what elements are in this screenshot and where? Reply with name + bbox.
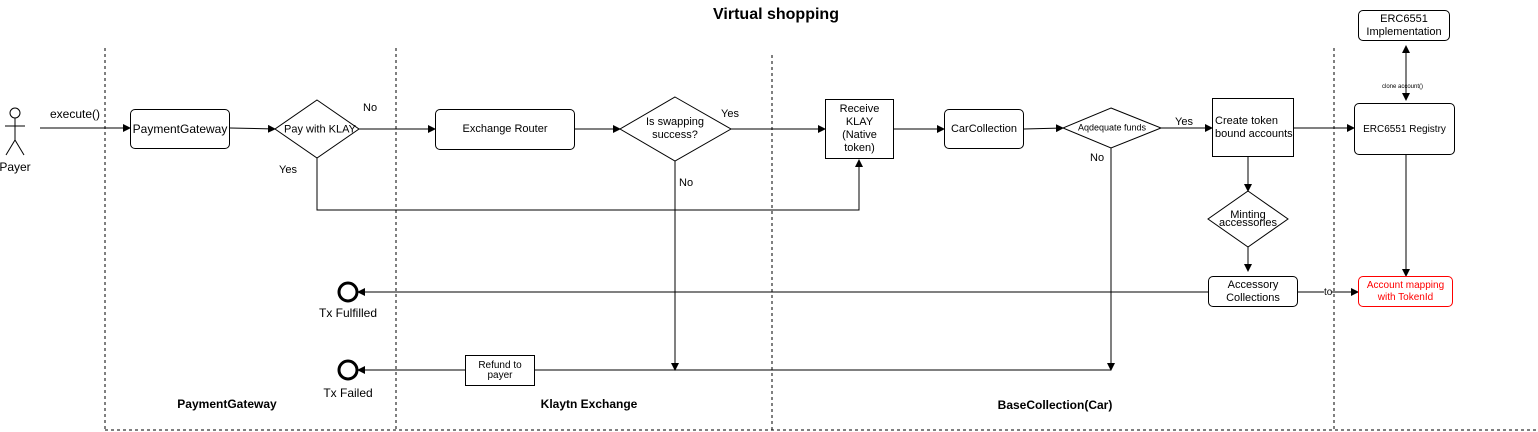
- adequate-funds-label: Aqdequate funds: [1077, 122, 1147, 133]
- create-tba-node: Create token bound accounts: [1212, 98, 1294, 157]
- tx-fulfilled-label: Tx Fulfilled: [318, 306, 378, 320]
- receive-klay-line1: Receive: [839, 103, 880, 115]
- erc6551-impl-line1: ERC6551: [1380, 12, 1428, 25]
- minting-label: Minting accessories: [1218, 209, 1278, 229]
- erc6551-implementation-node: ERC6551 Implementation: [1358, 10, 1450, 41]
- account-mapping-line1: Account mapping: [1366, 279, 1445, 291]
- accessory-line1: Accessory: [1227, 278, 1279, 291]
- receive-klay-node: Receive KLAY (Native token): [825, 99, 894, 159]
- swap-success-line2: success?: [652, 129, 698, 141]
- create-tba-line2: bound accounts: [1215, 127, 1293, 140]
- car-collection-label: CarCollection: [950, 122, 1018, 135]
- funds-no-label: No: [1090, 152, 1105, 164]
- payment-gateway-node-label: PaymentGateway: [132, 121, 228, 136]
- exchange-router-label: Exchange Router: [462, 123, 548, 135]
- tx-failed-end-icon: [337, 359, 359, 381]
- refund-line2: payer: [487, 369, 513, 381]
- swap-yes-label: Yes: [721, 108, 739, 120]
- erc6551-impl-line2: Implementation: [1366, 25, 1442, 38]
- execute-edge-label: execute(): [50, 107, 101, 121]
- edge-pay-yes: [316, 158, 863, 211]
- minting-line2: accessories: [1218, 217, 1278, 229]
- diagram-title: Virtual shopping: [713, 6, 839, 23]
- account-mapping-node: Account mapping with TokenId: [1358, 276, 1453, 307]
- swap-no-label: No: [679, 177, 694, 189]
- pay-with-klay-label: Pay with KLAY: [284, 123, 356, 136]
- tx-fulfilled-end-icon: [337, 281, 359, 303]
- clone-account-label: clone account(): [1382, 84, 1424, 90]
- account-mapping-line2: with TokenId: [1377, 291, 1434, 303]
- pay-yes-label: Yes: [279, 164, 297, 176]
- lane-title-base-collection: BaseCollection(Car): [997, 398, 1113, 412]
- payer-label: Payer: [0, 160, 31, 174]
- receive-klay-line4: token): [844, 142, 875, 154]
- refund-node: Refund to payer: [465, 355, 535, 386]
- accessory-line2: Collections: [1226, 291, 1280, 304]
- lane-title-payment-gateway: PaymentGateway: [177, 397, 277, 411]
- receive-klay-line2: KLAY: [845, 116, 874, 128]
- receive-klay-line3: (Native: [842, 129, 877, 141]
- lane-separators: [104, 48, 1538, 431]
- tx-failed-label: Tx Failed: [323, 386, 373, 400]
- swap-success-line1: Is swapping: [645, 116, 705, 128]
- minting-line1: Minting: [1230, 209, 1266, 221]
- payment-gateway-node: PaymentGateway: [130, 109, 230, 149]
- edge-car-to-funds: [1023, 124, 1064, 133]
- erc6551-registry-node: ERC6551 Registry: [1354, 103, 1455, 155]
- accessory-collections-node: Accessory Collections: [1208, 276, 1298, 307]
- exchange-router-node: Exchange Router: [435, 109, 575, 150]
- refund-line1: Refund to: [478, 359, 522, 371]
- car-collection-node: CarCollection: [944, 109, 1024, 149]
- lane-title-klaytn-exchange: Klaytn Exchange: [540, 397, 638, 411]
- swap-success-label: Is swapping success?: [646, 116, 704, 142]
- funds-yes-label: Yes: [1175, 116, 1193, 128]
- create-tba-line1: Create token: [1215, 114, 1278, 127]
- payer-actor-icon: [5, 107, 25, 156]
- pay-no-label: No: [363, 102, 378, 114]
- erc6551-registry-label: ERC6551 Registry: [1363, 123, 1446, 135]
- to-edge-label: to: [1324, 286, 1333, 299]
- edge-gateway-to-pay: [229, 124, 276, 133]
